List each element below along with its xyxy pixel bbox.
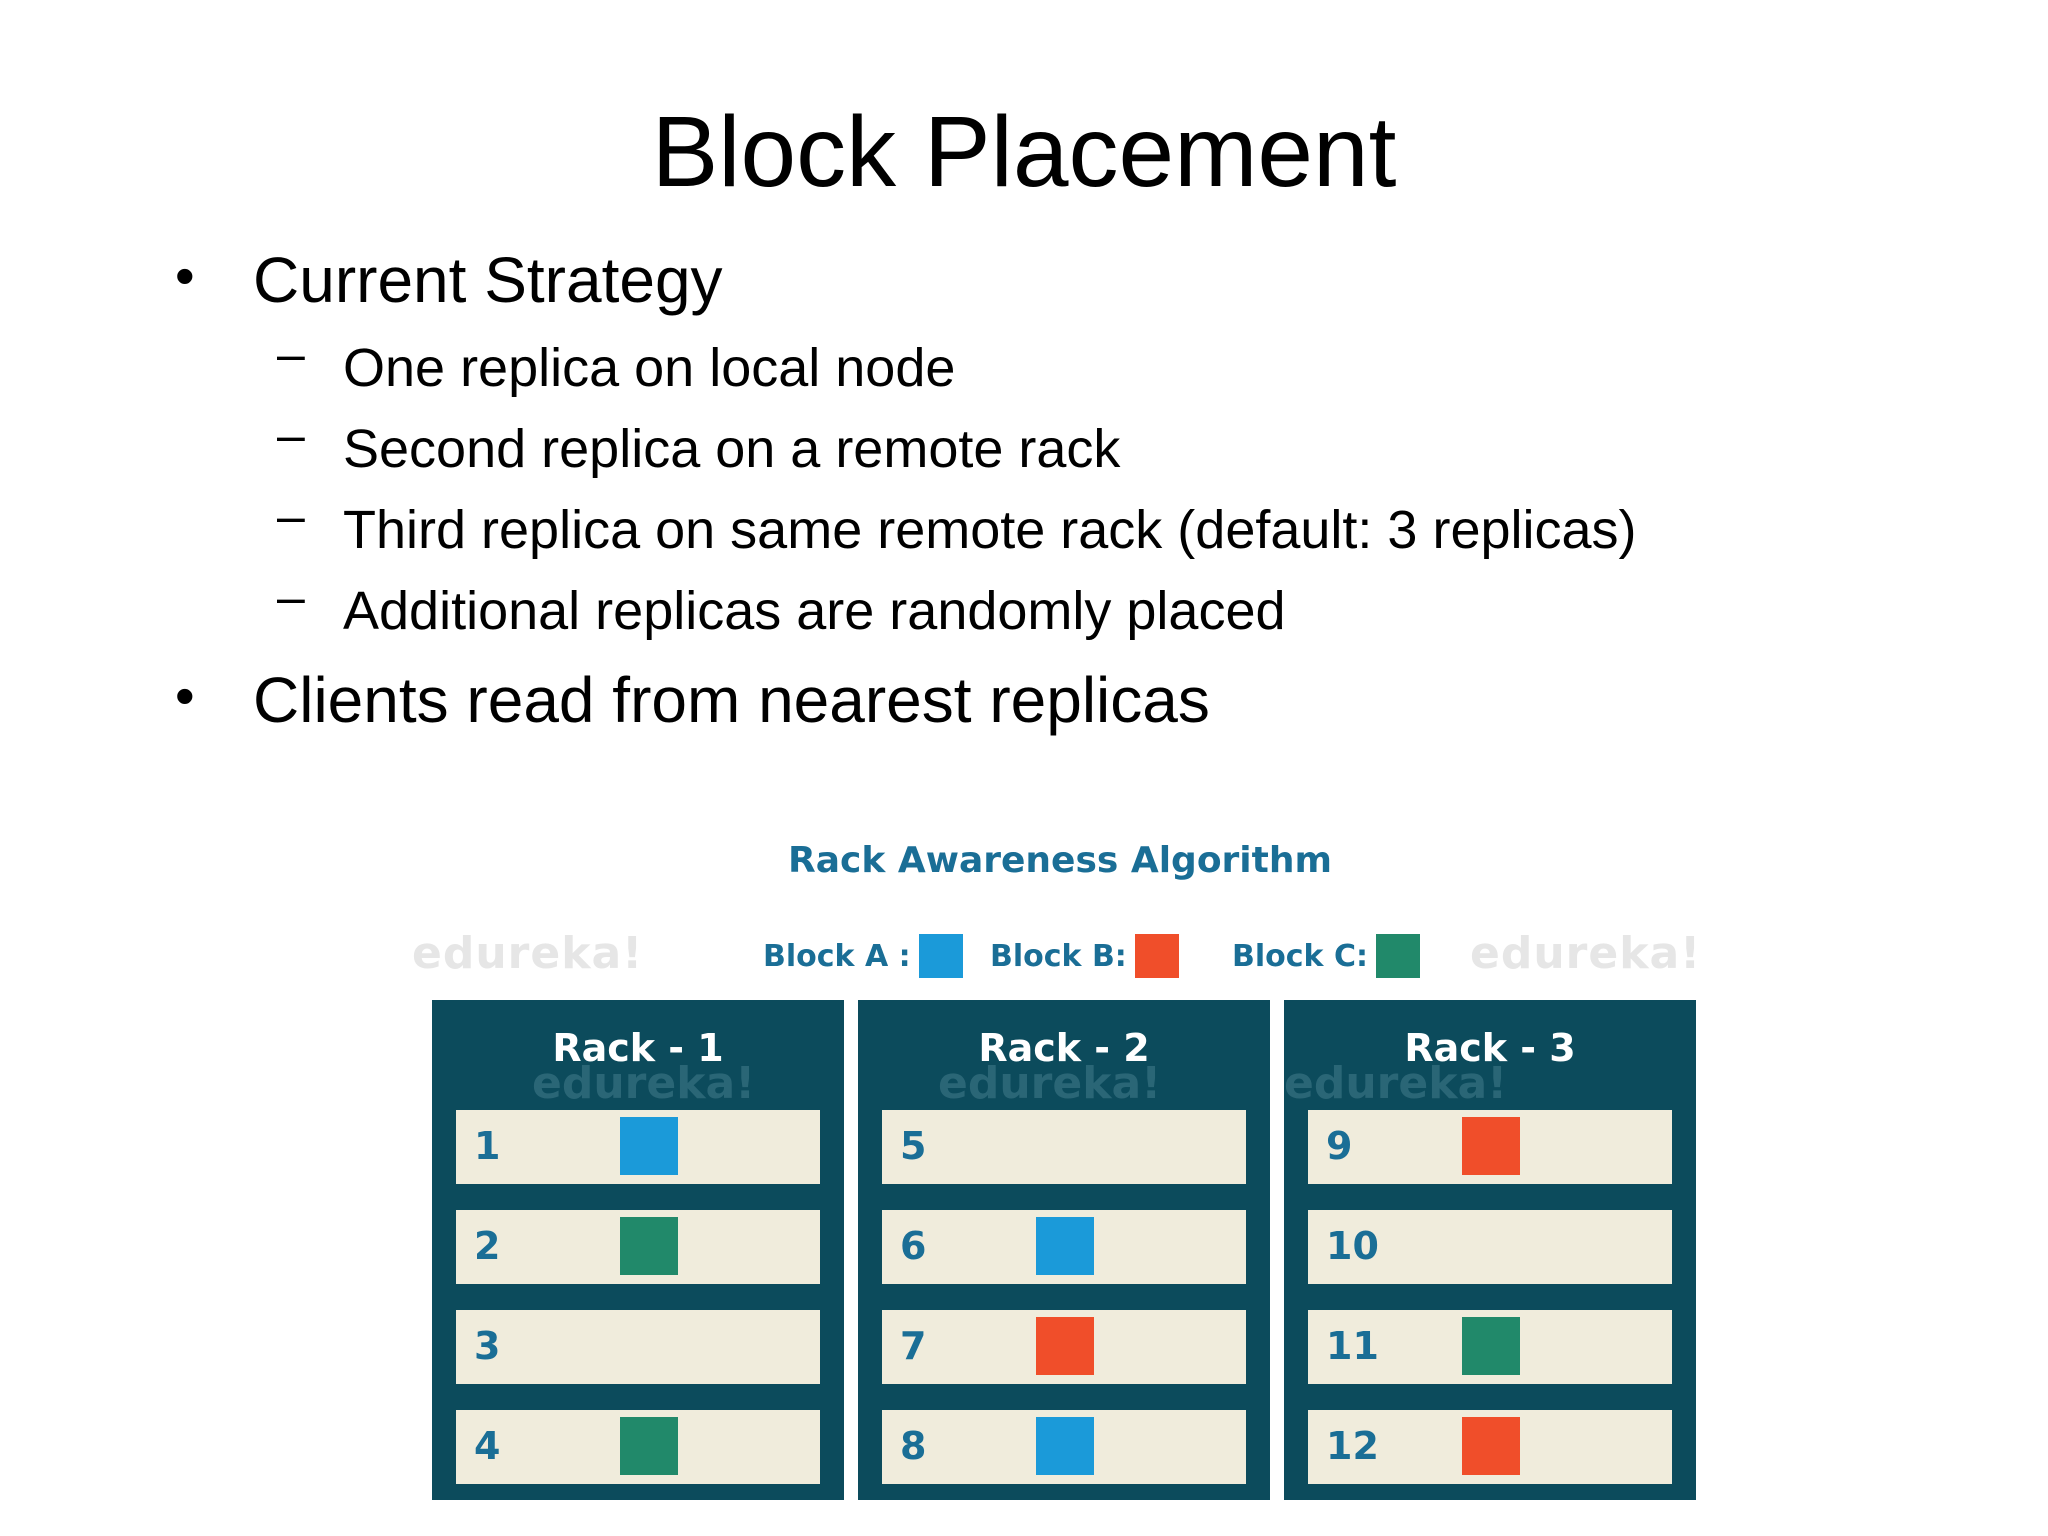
node: 7 [882,1310,1246,1384]
node-number: 11 [1326,1324,1379,1368]
block-a [1036,1217,1094,1275]
rack-1: edureka! Rack - 1 1 2 3 4 [432,1000,844,1500]
node-number: 10 [1326,1224,1379,1268]
node: 12 [1308,1410,1672,1484]
dash-glyph: – [277,407,305,463]
bullet-item: • Clients read from nearest replicas [175,662,1210,738]
watermark: edureka! [1470,928,1702,979]
block-c [620,1217,678,1275]
node-number: 4 [474,1424,501,1468]
bullet-glyph: • [175,244,195,307]
watermark: edureka! [938,1058,1162,1109]
sub-bullet-text: Additional replicas are randomly placed [343,581,1286,641]
legend-label: Block C: [1232,938,1368,974]
legend-item-a: Block A : [763,933,963,979]
watermark: edureka! [1284,1058,1508,1109]
node: 2 [456,1210,820,1284]
node: 1 [456,1110,820,1184]
legend-label: Block B: [990,938,1127,974]
node-number: 7 [900,1324,927,1368]
node-number: 2 [474,1224,501,1268]
dash-glyph: – [277,488,305,544]
block-a [620,1117,678,1175]
bullet-text: Current Strategy [253,244,723,316]
dash-glyph: – [277,569,305,625]
legend: Block A : Block B: Block C: [420,933,1700,979]
node-number: 12 [1326,1424,1379,1468]
watermark: edureka! [532,1058,756,1109]
block-b [1462,1117,1520,1175]
rack-awareness-diagram: Rack Awareness Algorithm edureka! edurek… [412,840,1702,1530]
sub-bullet-item: – Third replica on same remote rack (def… [277,488,1637,562]
rack-title: Rack - 3 [1404,1026,1576,1070]
rack-title: Rack - 1 [552,1026,724,1070]
node: 8 [882,1410,1246,1484]
node: 11 [1308,1310,1672,1384]
legend-swatch-b [1134,934,1179,978]
legend-item-c: Block C: [1232,933,1420,979]
node: 10 [1308,1210,1672,1284]
block-c [1462,1317,1520,1375]
node-number: 9 [1326,1124,1353,1168]
node: 4 [456,1410,820,1484]
block-b [1462,1417,1520,1475]
node-number: 3 [474,1324,501,1368]
sub-bullet-item: – Additional replicas are randomly place… [277,569,1286,643]
node: 9 [1308,1110,1672,1184]
bullet-text: Clients read from nearest replicas [253,664,1210,736]
sub-bullet-text: Third replica on same remote rack (defau… [343,500,1637,560]
legend-item-b: Block B: [990,933,1179,979]
watermark: edureka! [412,928,644,979]
node: 3 [456,1310,820,1384]
node-number: 1 [474,1124,501,1168]
bullet-glyph: • [175,664,195,727]
node-number: 8 [900,1424,927,1468]
node: 6 [882,1210,1246,1284]
sub-bullet-text: One replica on local node [343,338,956,398]
rack-2: edureka! Rack - 2 5 6 7 8 [858,1000,1270,1500]
node: 5 [882,1110,1246,1184]
node-number: 6 [900,1224,927,1268]
sub-bullet-item: – Second replica on a remote rack [277,407,1121,481]
slide-title: Block Placement [651,96,1397,208]
block-c [620,1417,678,1475]
legend-label: Block A : [763,938,911,974]
legend-swatch-c [1375,934,1420,978]
rack-3: edureka! Rack - 3 9 10 11 12 [1284,1000,1696,1500]
legend-swatch-a [918,934,963,978]
diagram-title: Rack Awareness Algorithm [788,840,1332,881]
block-b [1036,1317,1094,1375]
node-number: 5 [900,1124,927,1168]
dash-glyph: – [277,326,305,382]
rack-title: Rack - 2 [978,1026,1150,1070]
bullet-item: • Current Strategy [175,242,723,318]
sub-bullet-item: – One replica on local node [277,326,956,400]
sub-bullet-text: Second replica on a remote rack [343,419,1121,479]
block-a [1036,1417,1094,1475]
